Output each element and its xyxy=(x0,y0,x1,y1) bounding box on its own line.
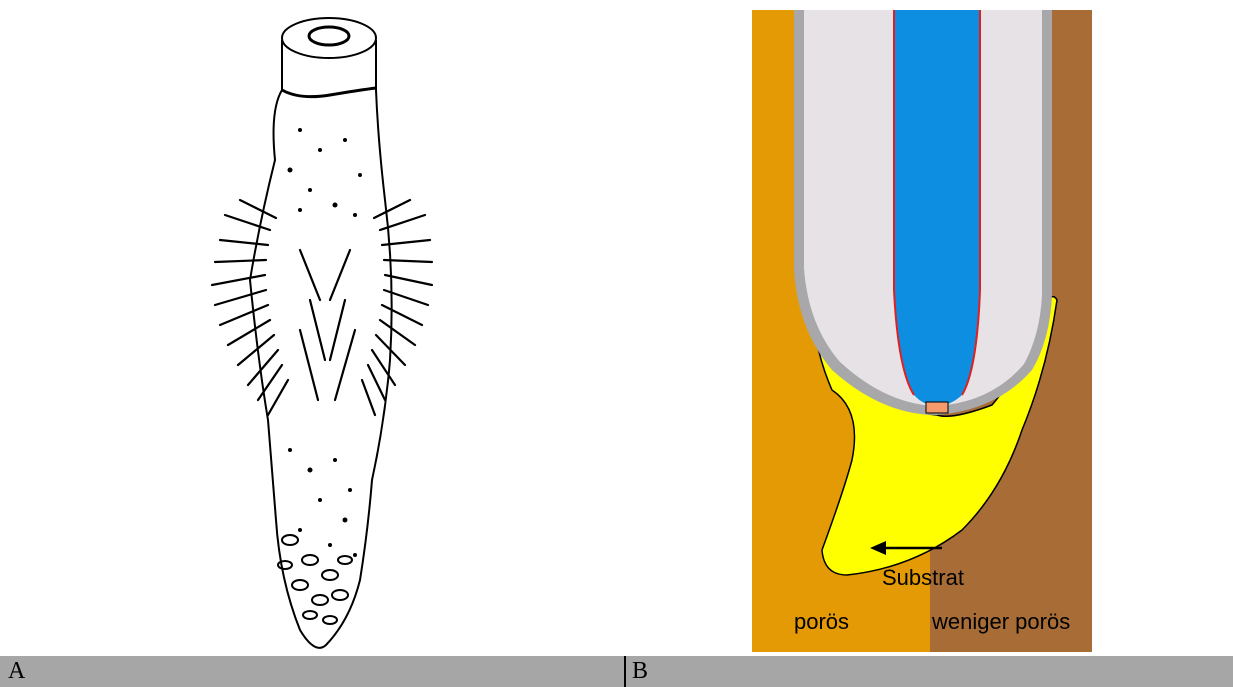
caption-bar: A B xyxy=(0,656,1233,687)
caption-a: A xyxy=(8,656,25,687)
vascular-cylinder xyxy=(894,10,980,406)
root-cut-top xyxy=(282,18,376,58)
label-substrate: Substrat xyxy=(882,565,964,590)
root-illustration-a xyxy=(0,0,620,655)
label-porous: porös xyxy=(794,609,849,634)
caption-divider xyxy=(624,656,626,687)
label-less-porous: weniger porös xyxy=(931,609,1070,634)
root-tip-diagram-b: Substrat porös weniger porös xyxy=(752,10,1092,652)
quiescent-center xyxy=(926,402,948,413)
caption-b: B xyxy=(632,656,648,687)
